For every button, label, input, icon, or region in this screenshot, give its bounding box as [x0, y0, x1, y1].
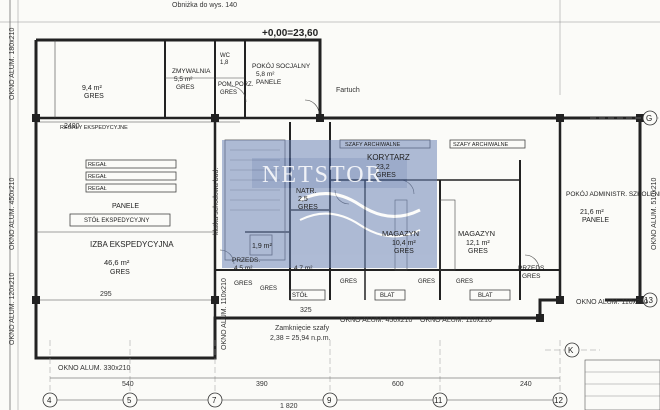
- axis-9: 9: [327, 396, 332, 405]
- room-magazyn1-name: MAGAZYN: [382, 229, 419, 238]
- room-przeds-area: 4,5 m²: [234, 265, 253, 272]
- room-socjalny-floor: PANELE: [256, 79, 282, 86]
- room-magazyn1-area: 10,4 m²: [392, 240, 416, 247]
- watermark-text: NETSTOR: [262, 162, 384, 188]
- axis-markers: [42, 110, 658, 408]
- room-natr-floor: GRES: [298, 204, 318, 211]
- window-bottom-mid2: OKNO ALUM. 110x210: [420, 317, 492, 324]
- title-block: [584, 359, 660, 410]
- room-korytarz-area: 23,2: [376, 164, 390, 171]
- room-pom-porz-name: POM. PORZ.: [218, 82, 254, 88]
- room-magazyn2-area: 12,1 m²: [466, 240, 490, 247]
- axis-5: 5: [127, 396, 132, 405]
- room-izba-name: IZBA EKSPEDYCYJNA: [90, 240, 174, 249]
- axis-11: 11: [434, 396, 443, 405]
- dim-1820: 1 820: [280, 403, 298, 410]
- room-magazyn2-floor: GRES: [468, 248, 488, 255]
- window-bottom-mid: OKNO ALUM. 450x210: [340, 317, 412, 324]
- label-blat-2: BLAT: [478, 293, 493, 299]
- room-przeds-floor: GRES: [234, 280, 253, 287]
- window-left-low: OKNO ALUM. 120x210: [9, 273, 16, 345]
- room-izba-area: 46,6 m²: [104, 258, 130, 267]
- window-bottom-right: OKNO ALUM. 110x210: [576, 299, 648, 306]
- room-magazyn2-name: MAGAZYN: [458, 229, 495, 238]
- room-socjalny-name: POKÓJ SOCJALNY: [252, 61, 311, 70]
- label-panele: PANELE: [112, 203, 139, 210]
- label-regal-2: REGAŁ: [88, 174, 107, 180]
- label-gres-4: GRES: [456, 279, 473, 285]
- room-korytarz-floor: GRES: [376, 172, 396, 179]
- fartuch-note: Fartuch: [336, 87, 360, 94]
- note-zamkniecie: Zamknięcie szafy: [275, 325, 330, 332]
- room-4-7-area: 4,7 m²: [294, 265, 313, 272]
- room-korytarz-name: KORYTARZ: [367, 153, 410, 162]
- label-szafy-2: SZAFY ARCHIWALNE: [453, 142, 509, 148]
- room-wc-area: 1,8: [220, 60, 229, 66]
- room-natr-name: NATR.: [296, 188, 317, 195]
- walls: [32, 38, 644, 360]
- window-right-low: OKNO ALUM. 110x210: [221, 278, 228, 350]
- elevation-label: +0,00=23,60: [262, 28, 319, 39]
- label-gres-2: GRES: [340, 279, 357, 285]
- axis-13: 13: [644, 296, 653, 305]
- room-admin-area: 21,6 m²: [580, 209, 604, 216]
- room-admin-floor: PANELE: [582, 217, 609, 224]
- window-left-mid: OKNO ALUM. 450x210: [9, 178, 16, 250]
- room-przeds2-name: PRZEDS.: [518, 265, 546, 272]
- label-blat-1: BLAT: [380, 293, 395, 299]
- room-przeds-name: PRZEDS.: [232, 257, 260, 264]
- label-regal-1: REGAŁ: [88, 162, 107, 168]
- room-magazyn1-floor: GRES: [394, 248, 414, 255]
- label-gres-3: GRES: [418, 279, 435, 285]
- window-right-top: OKNO ALUM. 510x210: [651, 178, 658, 250]
- room-wc-name: WC: [220, 53, 231, 59]
- window-bottom-left: OKNO ALUM. 330x210: [58, 365, 130, 372]
- dim-600: 600: [392, 381, 404, 388]
- dim-390: 390: [256, 381, 268, 388]
- label-regal-3: REGAŁ: [88, 186, 107, 192]
- label-stol: STÓŁ: [292, 292, 308, 299]
- room-socjalny-area: 5,8 m²: [256, 71, 275, 78]
- room-izba-floor: GRES: [110, 269, 130, 276]
- axis-k: K: [568, 346, 574, 355]
- note-level-2: 2,38 = 25,94 n.p.m.: [270, 335, 331, 342]
- dim-2400: 2400: [64, 123, 80, 130]
- note-klatka: klatka schodowa bud.: [213, 168, 220, 235]
- room-pom-porz-floor: GRES: [220, 90, 237, 96]
- label-szafy-1: SZAFY ARCHIWALNE: [345, 142, 401, 148]
- room-9-4-floor: GRES: [84, 93, 104, 100]
- room-admin-name: POKÓJ ADMINISTR. SZKOLENIOWY: [566, 189, 660, 198]
- dim-240: 240: [520, 381, 532, 388]
- window-left-top: OKNO ALUM. 180x210: [9, 28, 16, 100]
- axis-4: 4: [47, 396, 52, 405]
- dim-540: 540: [122, 381, 134, 388]
- room-zmywalnia-area: 5,5 m²: [174, 76, 193, 83]
- label-stol-eksp: STÓŁ EKSPEDYCYJNY: [84, 217, 149, 224]
- room-natr-area: 2,5: [298, 196, 308, 203]
- axis-12: 12: [554, 396, 563, 405]
- room-zmywalnia-name: ZMYWALNIA: [172, 68, 211, 75]
- label-regaly: REGAŁY EKSPEDYCYJNE: [60, 125, 128, 131]
- label-gres-1: GRES: [260, 286, 277, 292]
- axis-7: 7: [212, 396, 217, 405]
- room-1-9-area: 1,9 m²: [252, 243, 273, 250]
- axis-g: G: [646, 114, 652, 123]
- dim-325: 325: [300, 307, 312, 314]
- room-przeds2-floor: GRES: [522, 273, 541, 280]
- room-9-4-area: 9,4 m²: [82, 85, 103, 92]
- watermark-logo: [222, 140, 437, 268]
- header-note: Obniżka do wys. 140: [172, 2, 237, 9]
- room-zmywalnia-floor: GRES: [176, 84, 195, 91]
- dim-295: 295: [100, 291, 112, 298]
